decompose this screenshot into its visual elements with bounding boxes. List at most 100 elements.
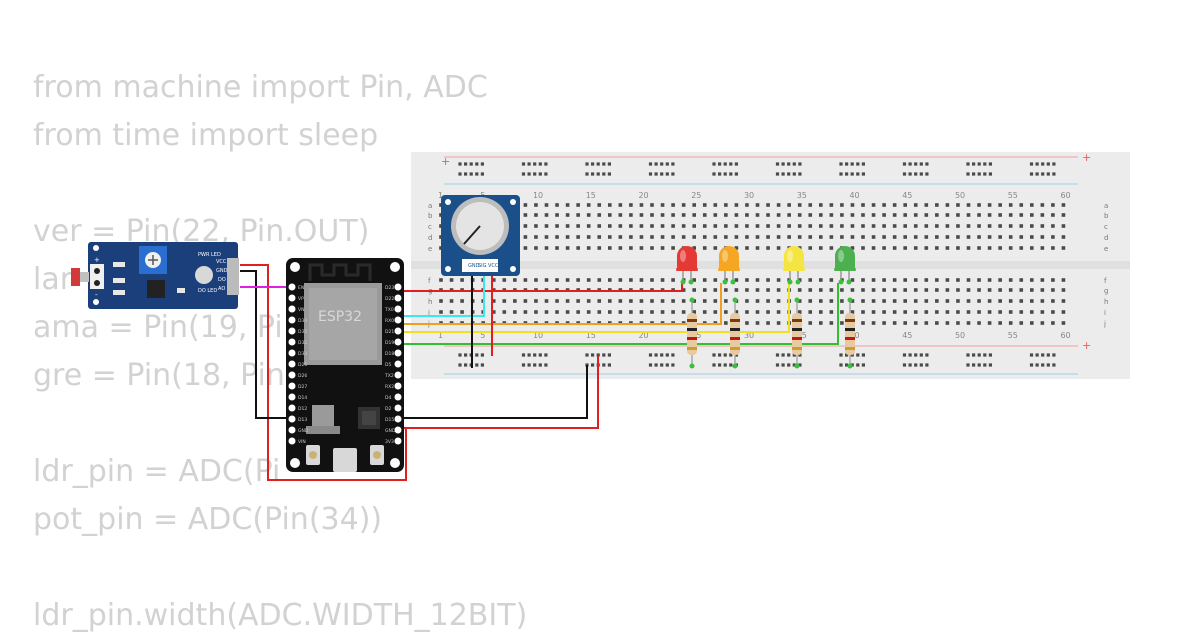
breadboard-hole (850, 310, 855, 314)
esp32-pin[interactable] (394, 371, 402, 379)
code-line: from time import sleep (33, 118, 379, 153)
breadboard-hole (439, 278, 443, 282)
esp32-pin-label: D32 (298, 340, 307, 346)
code-line: gre = Pin(18, Pin (33, 358, 285, 393)
esp32-pin[interactable] (288, 294, 296, 302)
breadboard-hole (565, 246, 570, 250)
esp32-pin[interactable] (288, 305, 296, 313)
esp32-usb-port[interactable] (333, 448, 357, 472)
rail-hole (1046, 172, 1050, 176)
esp32-pin[interactable] (394, 415, 402, 423)
esp32-pin[interactable] (288, 393, 296, 401)
esp32-pin[interactable] (394, 382, 402, 390)
rail-hole (787, 172, 791, 176)
esp32-pin[interactable] (288, 283, 296, 291)
breadboard-hole (523, 203, 528, 207)
breadboard-hole (1030, 278, 1034, 282)
breadboard-hole (945, 310, 950, 314)
breadboard-hole (586, 213, 591, 217)
breadboard-hole (745, 235, 749, 239)
breadboard-hole (755, 246, 760, 250)
esp32-pin[interactable] (394, 393, 402, 401)
esp32-pin[interactable] (394, 426, 402, 434)
breadboard-hole (840, 310, 844, 314)
esp32-pin[interactable] (288, 415, 296, 423)
breadboard-hole (618, 299, 623, 303)
esp32-pin[interactable] (394, 327, 402, 335)
led-yellow[interactable] (784, 246, 804, 271)
breadboard-hole (787, 213, 791, 217)
esp32-pin[interactable] (394, 338, 402, 346)
esp32-pin[interactable] (288, 327, 296, 335)
breadboard-hole (977, 213, 981, 217)
esp32-pin[interactable] (288, 382, 296, 390)
esp32-pin[interactable] (288, 338, 296, 346)
breadboard-hole (1008, 288, 1013, 292)
esp32-pin[interactable] (288, 316, 296, 324)
potentiometer[interactable]: GND SIG VCC (441, 195, 520, 276)
esp32-pin[interactable] (394, 283, 402, 291)
rail-hole (718, 162, 722, 166)
esp32-mount-hole (290, 458, 300, 468)
esp32-pin[interactable] (394, 316, 402, 324)
esp32-pin[interactable] (394, 294, 402, 302)
breadboard-hole (829, 288, 834, 292)
rail-hole (602, 162, 606, 166)
esp32-pin[interactable] (394, 305, 402, 313)
esp32-pin[interactable] (288, 360, 296, 368)
rail-hole (591, 363, 595, 367)
breadboard-hole (1040, 299, 1045, 303)
esp32-pin[interactable] (394, 437, 402, 445)
breadboard-hole (776, 321, 781, 325)
led-orange[interactable] (719, 246, 739, 271)
rail-hole (671, 162, 675, 166)
esp32-pin[interactable] (288, 371, 296, 379)
breadboard-hole (871, 246, 876, 250)
breadboard-hole (650, 224, 654, 228)
row-letter: b (1104, 212, 1109, 220)
rail-hole (475, 353, 479, 357)
esp32-pin[interactable] (288, 426, 296, 434)
esp32-pin[interactable] (394, 349, 402, 357)
breadboard-hole (734, 310, 739, 314)
breadboard-hole (840, 213, 844, 217)
esp32-en-button-cap (309, 451, 317, 459)
esp32-pin[interactable] (394, 360, 402, 368)
breadboard-hole (692, 288, 696, 292)
rail-hole (729, 172, 733, 176)
breadboard-hole (1019, 321, 1024, 325)
esp32-pin-label: 3V3 (385, 439, 394, 445)
esp32-pin[interactable] (394, 404, 402, 412)
rail-hole (533, 363, 537, 367)
breadboard-hole (660, 299, 665, 303)
esp32-pin[interactable] (288, 349, 296, 357)
breadboard-hole (882, 288, 886, 292)
breadboard-hole (597, 213, 602, 217)
rail-hole (729, 353, 733, 357)
breadboard-hole (618, 310, 623, 314)
breadboard-hole (850, 213, 855, 217)
led-green[interactable] (835, 246, 855, 271)
breadboard-hole (1040, 246, 1045, 250)
breadboard-hole (861, 288, 865, 292)
esp32-pin[interactable] (288, 404, 296, 412)
breadboard-hole (1051, 278, 1055, 282)
rail-hole (908, 162, 912, 166)
row-letter: f (1104, 277, 1107, 285)
breadboard-hole (766, 310, 770, 314)
breadboard-hole (1008, 203, 1013, 207)
esp32-pin-label: TX2 (384, 373, 394, 379)
esp32-pin[interactable] (288, 437, 296, 445)
breadboard-hole (534, 224, 538, 228)
breadboard-hole (660, 310, 665, 314)
wire-esp-gnd (398, 365, 588, 419)
rail-hole (480, 363, 484, 367)
breadboard-hole (650, 299, 654, 303)
esp32-board[interactable]: ESP32 ENVPVND34D35D32D33D25D26D27D14D12D… (286, 258, 404, 472)
ldr-sensor-module[interactable]: + - PWR LED DO LED VCC GND DO AO (71, 242, 239, 309)
breadboard-hole (1019, 203, 1024, 207)
ldr-gnd-label: GND (216, 268, 228, 274)
led-red[interactable] (677, 246, 697, 271)
rail-hole (591, 162, 595, 166)
breadboard-hole (776, 278, 781, 282)
